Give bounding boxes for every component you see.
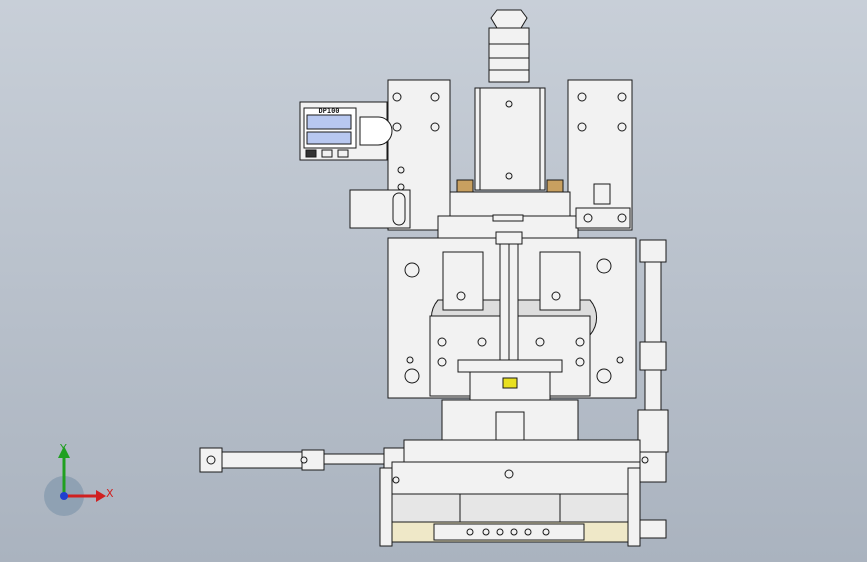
cylinder-base [449,191,571,217]
right-mount-plate [567,79,633,231]
center-rod [495,231,523,373]
z-axis-point [60,492,68,500]
x-axis-label: X [106,487,114,500]
brass-fittings [456,179,564,193]
sensor-lcd-secondary [306,131,352,145]
roller-bar [391,521,629,543]
sensor-button-1[interactable] [305,149,317,158]
right-actuator[interactable] [635,239,669,539]
left-actuator[interactable] [199,447,445,473]
pressure-sensor[interactable]: DP100 [299,101,393,161]
right-guide-bolt [575,183,631,229]
top-nut [488,9,530,83]
y-axis-label: Y [59,442,67,455]
sensor-button-2[interactable] [321,149,333,158]
lower-carriage [457,359,563,405]
sensor-model-label: DP100 [318,107,339,115]
sensor-lcd [306,114,352,130]
axis-triad: X Y [44,442,114,516]
side-bracket [349,189,411,229]
main-cylinder [474,87,546,191]
sensor-button-3[interactable] [337,149,349,158]
